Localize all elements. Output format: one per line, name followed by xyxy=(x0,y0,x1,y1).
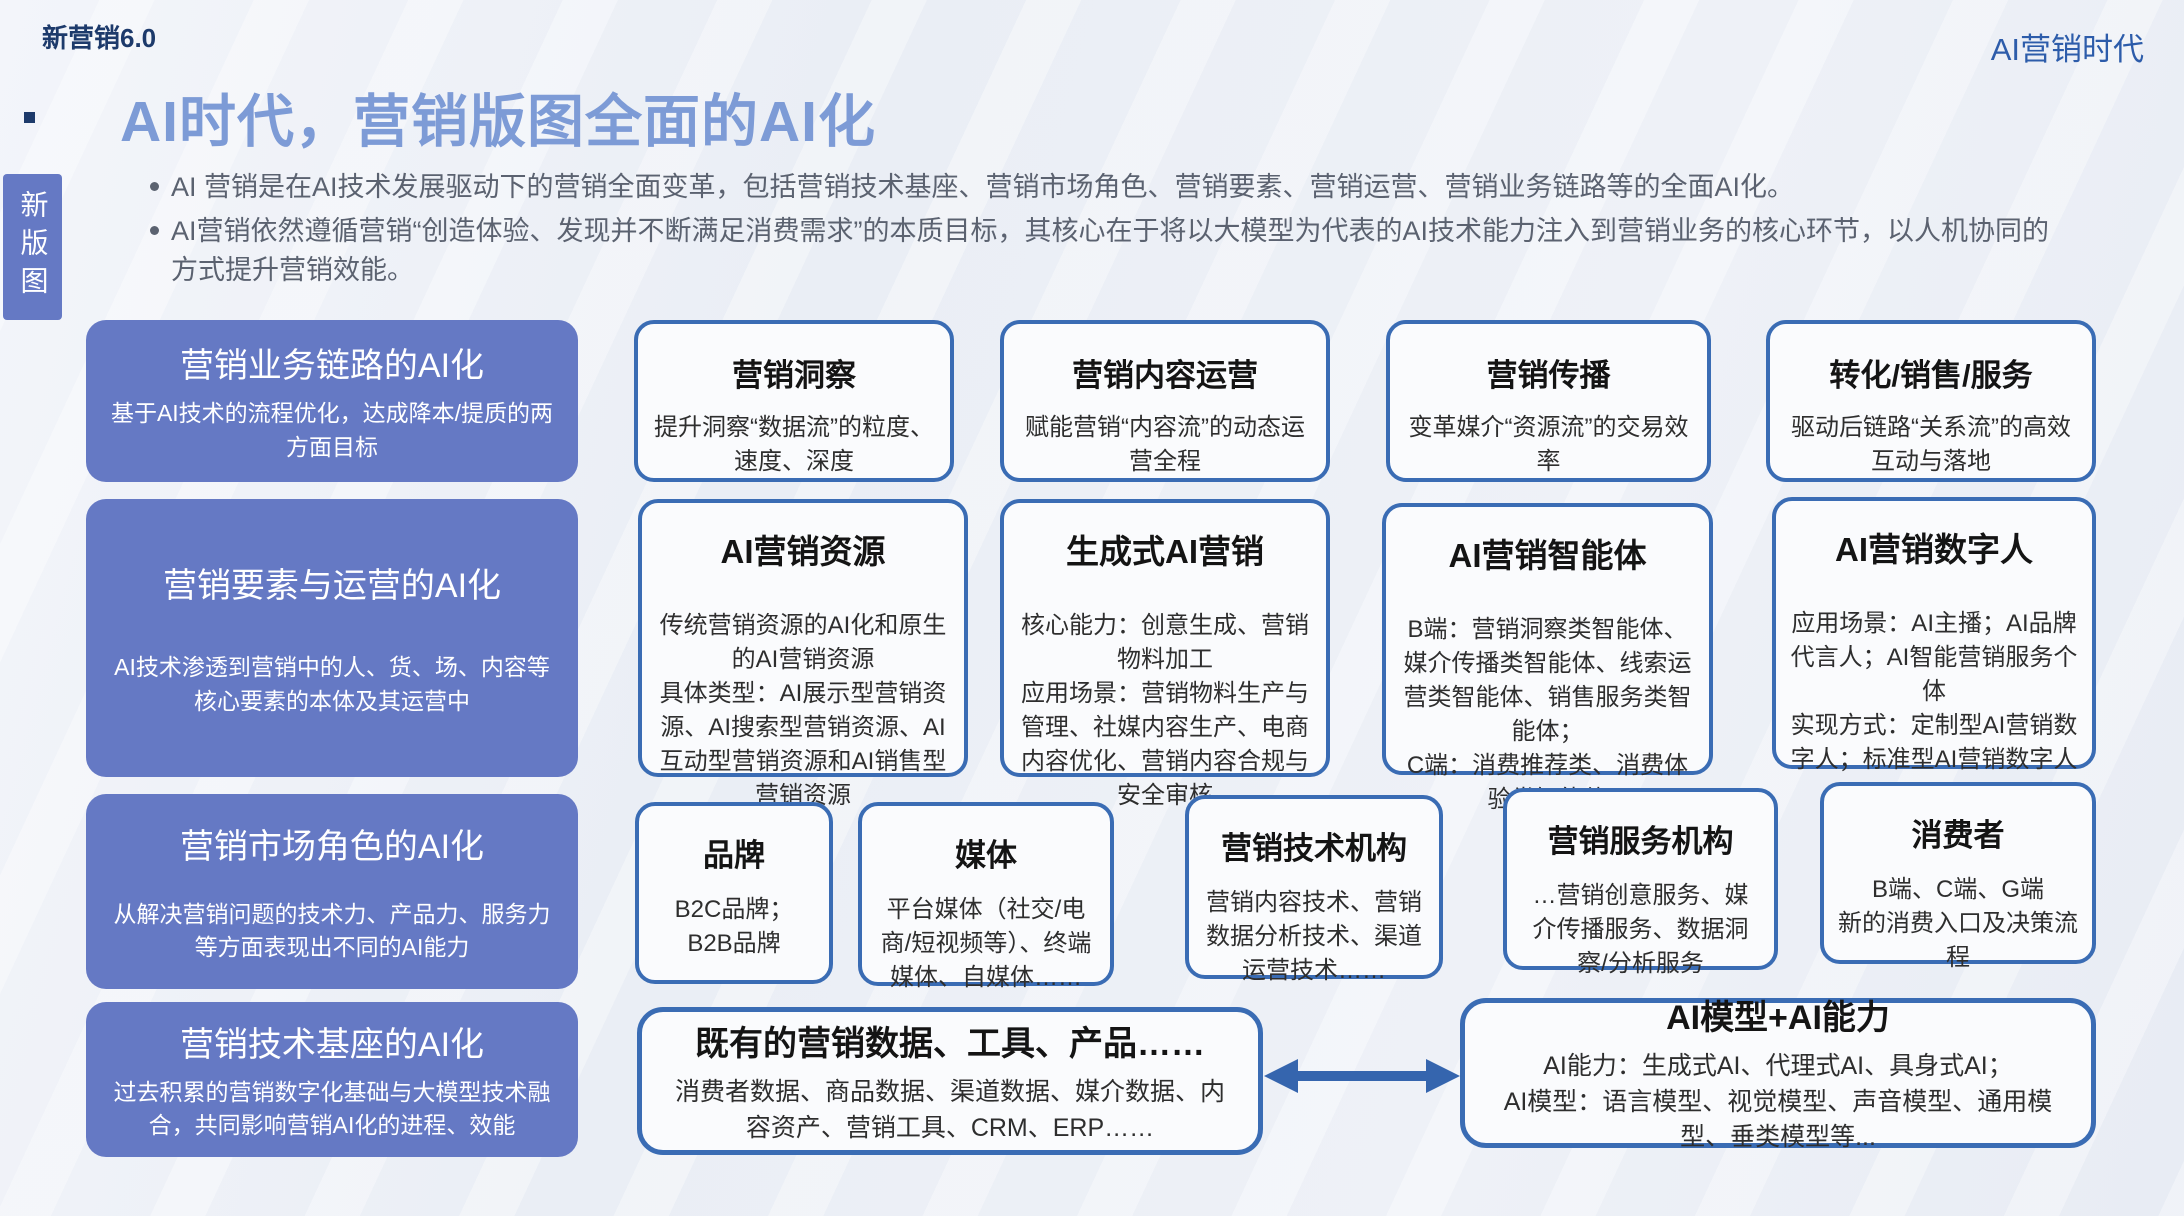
card-body: B端、C端、G端 新的消费入口及决策流程 xyxy=(1838,876,2078,972)
card-ai-digital-human: AI营销数字人 应用场景：AI主播；AI品牌代言人；AI智能营销服务个体 实现方… xyxy=(1772,497,2096,773)
card-body: 提升洞察“数据流”的粒度、速度、深度 xyxy=(654,414,934,476)
card-title: 品牌 xyxy=(703,838,765,873)
card-title: AI营销资源 xyxy=(720,533,886,570)
pillar-business-chain: 营销业务链路的AI化 基于AI技术的流程优化，达成降本/提质的两方面目标 xyxy=(86,320,578,482)
pillar-title: 营销业务链路的AI化 xyxy=(179,347,485,386)
page-title: AI时代，营销版图全面的AI化 xyxy=(120,90,876,154)
card-title: 营销技术机构 xyxy=(1221,831,1407,866)
card-ai-models-capabilities: AI模型+AI能力 AI能力：生成式AI、代理式AI、具身式AI； AI模型：语… xyxy=(1460,998,2096,1151)
card-body: 驱动后链路“关系流”的高效互动与落地 xyxy=(1791,414,2071,476)
card-title: AI营销数字人 xyxy=(1835,531,2033,568)
pillar-elements-operations: 营销要素与运营的AI化 AI技术渗透到营销中的人、货、场、内容等核心要素的本体及… xyxy=(86,499,578,777)
card-body: 变革媒介“资源流”的交易效率 xyxy=(1408,414,1689,476)
card-brand: 品牌 B2C品牌；B2B品牌 xyxy=(635,802,833,984)
card-ai-marketing-agents: AI营销智能体 B端：营销洞察类智能体、媒介传播类智能体、线索运营类智能体、销售… xyxy=(1382,503,1713,813)
pillar-desc: 过去积累的营销数字化基础与大模型技术融合，共同影响营销AI化的进程、效能 xyxy=(113,1078,551,1138)
pillar-title: 营销市场角色的AI化 xyxy=(179,827,485,866)
card-existing-marketing-assets: 既有的营销数据、工具、产品…… 消费者数据、商品数据、渠道数据、媒介数据、内容资… xyxy=(637,1007,1263,1155)
card-generative-ai-marketing: 生成式AI营销 核心能力：创意生成、营销物料加工 应用场景：营销物料生产与管理、… xyxy=(1000,499,1330,809)
corner-label: AI营销时代 xyxy=(1990,32,2144,67)
card-title: 生成式AI营销 xyxy=(1066,533,1264,570)
pillar-desc: 基于AI技术的流程优化，达成降本/提质的两方面目标 xyxy=(110,400,554,460)
card-title: 转化/销售/服务 xyxy=(1829,358,2033,393)
card-body: …营销创意服务、媒介传播服务、数据洞察/分析服务 xyxy=(1532,882,1749,978)
card-martech-orgs: 营销技术机构 营销内容技术、营销数据分析技术、渠道运营技术…… xyxy=(1185,795,1443,984)
bullet-item: AI营销依然遵循营销“创造体验、发现并不断满足消费需求”的本质目标，其核心在于将… xyxy=(150,212,2070,289)
card-communication: 营销传播 变革媒介“资源流”的交易效率 xyxy=(1386,320,1711,482)
side-tab-label: 新版图 xyxy=(17,190,49,304)
double-arrow-icon xyxy=(1262,1053,1462,1099)
card-title: 营销传播 xyxy=(1486,358,1611,393)
card-conversion-sales-service: 转化/销售/服务 驱动后链路“关系流”的高效互动与落地 xyxy=(1766,320,2096,482)
card-body: 赋能营销“内容流”的动态运营全程 xyxy=(1025,414,1305,476)
card-title: 营销服务机构 xyxy=(1547,824,1734,859)
card-marketing-insight: 营销洞察 提升洞察“数据流”的粒度、速度、深度 xyxy=(634,320,954,482)
card-title: AI模型+AI能力 xyxy=(1666,999,1890,1038)
card-body: B2C品牌；B2B品牌 xyxy=(674,896,794,958)
card-title: 营销洞察 xyxy=(732,358,856,393)
pillar-title: 营销技术基座的AI化 xyxy=(179,1025,485,1064)
card-body: 平台媒体（社交/电商/短视频等）、终端媒体、自媒体…… xyxy=(880,896,1092,992)
bullet-dot-icon xyxy=(150,182,159,191)
card-body: 传统营销资源的AI化和原生的AI营销资源 具体类型：AI展示型营销资源、AI搜索… xyxy=(659,612,947,810)
bullet-item: AI 营销是在AI技术发展驱动下的营销全面变革，包括营销技术基座、营销市场角色、… xyxy=(150,168,2070,206)
pillar-desc: AI技术渗透到营销中的人、货、场、内容等核心要素的本体及其运营中 xyxy=(114,654,550,714)
pillar-title: 营销要素与运营的AI化 xyxy=(162,567,502,606)
card-title: AI营销智能体 xyxy=(1448,537,1647,574)
card-title: 消费者 xyxy=(1911,818,2005,853)
intro-bullets: AI 营销是在AI技术发展驱动下的营销全面变革，包括营销技术基座、营销市场角色、… xyxy=(150,168,2070,295)
bullet-dot-icon xyxy=(150,226,159,236)
card-marketing-service-orgs: 营销服务机构 …营销创意服务、媒介传播服务、数据洞察/分析服务 xyxy=(1503,788,1778,977)
bullet-text: AI 营销是在AI技术发展驱动下的营销全面变革，包括营销技术基座、营销市场角色、… xyxy=(171,172,1795,202)
pillar-desc: 从解决营销问题的技术力、产品力、服务力等方面表现出不同的AI能力 xyxy=(113,900,551,960)
title-square-icon xyxy=(24,112,35,123)
card-media: 媒体 平台媒体（社交/电商/短视频等）、终端媒体、自媒体…… xyxy=(858,802,1114,991)
card-consumers: 消费者 B端、C端、G端 新的消费入口及决策流程 xyxy=(1820,782,2096,971)
pillar-tech-foundation: 营销技术基座的AI化 过去积累的营销数字化基础与大模型技术融合，共同影响营销AI… xyxy=(86,1002,578,1157)
card-body: 营销内容技术、营销数据分析技术、渠道运营技术…… xyxy=(1206,889,1422,985)
card-body: 核心能力：创意生成、营销物料加工 应用场景：营销物料生产与管理、社媒内容生产、电… xyxy=(1021,612,1309,810)
card-ai-marketing-resources: AI营销资源 传统营销资源的AI化和原生的AI营销资源 具体类型：AI展示型营销… xyxy=(638,499,968,809)
card-title: 既有的营销数据、工具、产品…… xyxy=(695,1025,1205,1063)
card-body: AI能力：生成式AI、代理式AI、具身式AI； AI模型：语言模型、视觉模型、声… xyxy=(1503,1052,2053,1152)
card-title: 营销内容运营 xyxy=(1072,358,1258,393)
card-body: B端：营销洞察类智能体、媒介传播类智能体、线索运营类智能体、销售服务类智能体； … xyxy=(1403,616,1692,814)
card-title: 媒体 xyxy=(955,838,1017,873)
card-body: 消费者数据、商品数据、渠道数据、媒介数据、内容资产、营销工具、CRM、ERP…… xyxy=(674,1078,1225,1142)
pillar-market-roles: 营销市场角色的AI化 从解决营销问题的技术力、产品力、服务力等方面表现出不同的A… xyxy=(86,794,578,989)
brand-label: 新营销6.0 xyxy=(42,23,157,53)
card-content-operation: 营销内容运营 赋能营销“内容流”的动态运营全程 xyxy=(1000,320,1330,482)
bullet-text: AI营销依然遵循营销“创造体验、发现并不断满足消费需求”的本质目标，其核心在于将… xyxy=(171,216,2049,285)
side-tab-new-map: 新版图 xyxy=(3,174,62,320)
card-body: 应用场景：AI主播；AI品牌代言人；AI智能营销服务个体 实现方式：定制型AI营… xyxy=(1790,610,2078,774)
